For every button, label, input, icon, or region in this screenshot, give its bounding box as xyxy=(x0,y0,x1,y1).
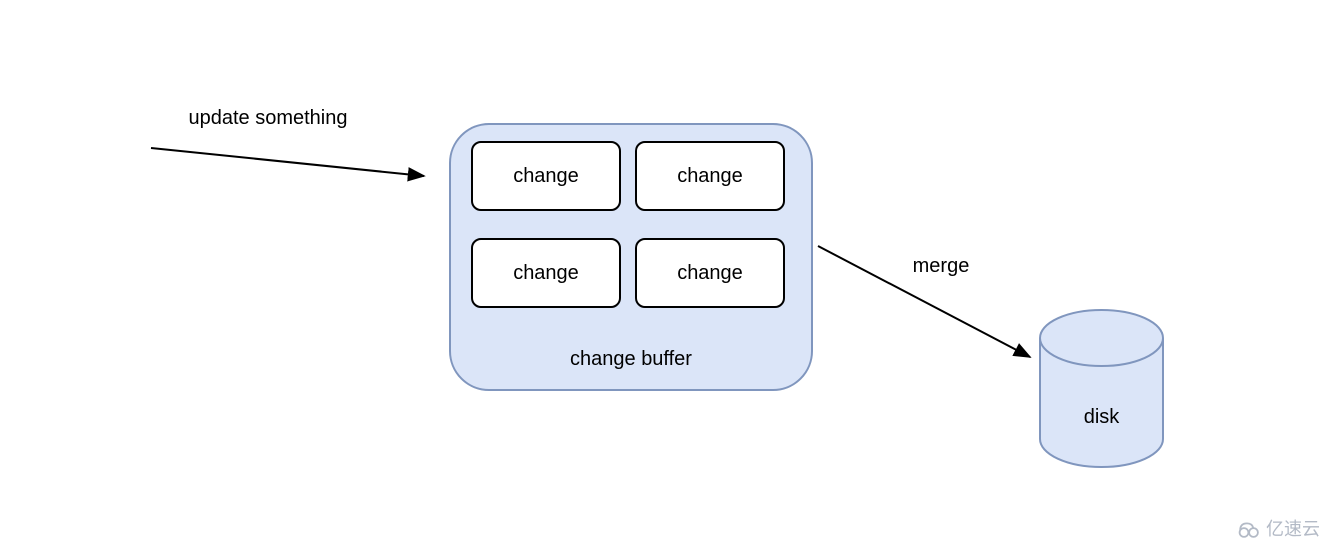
change-cell: change xyxy=(471,141,621,211)
change-cell: change xyxy=(635,141,785,211)
disk-cylinder-icon xyxy=(1039,309,1164,468)
merge-arrow xyxy=(817,245,1032,358)
merge-arrow-label: merge xyxy=(912,255,970,277)
disk-label: disk xyxy=(1083,406,1120,428)
watermark-text: 亿速云 xyxy=(1266,519,1320,539)
cloud-logo-icon xyxy=(1238,522,1259,538)
watermark: 亿速云 xyxy=(1236,518,1320,540)
change-buffer-title: change buffer xyxy=(570,348,692,370)
disk-cylinder-body xyxy=(1039,309,1164,468)
update-arrow-label: update something xyxy=(188,107,348,129)
update-arrow xyxy=(150,147,426,182)
disk-cylinder-rim xyxy=(1039,337,1164,367)
change-cell: change xyxy=(471,238,621,308)
change-buffer-container: change change change change change buffe… xyxy=(449,123,813,391)
change-cell: change xyxy=(635,238,785,308)
